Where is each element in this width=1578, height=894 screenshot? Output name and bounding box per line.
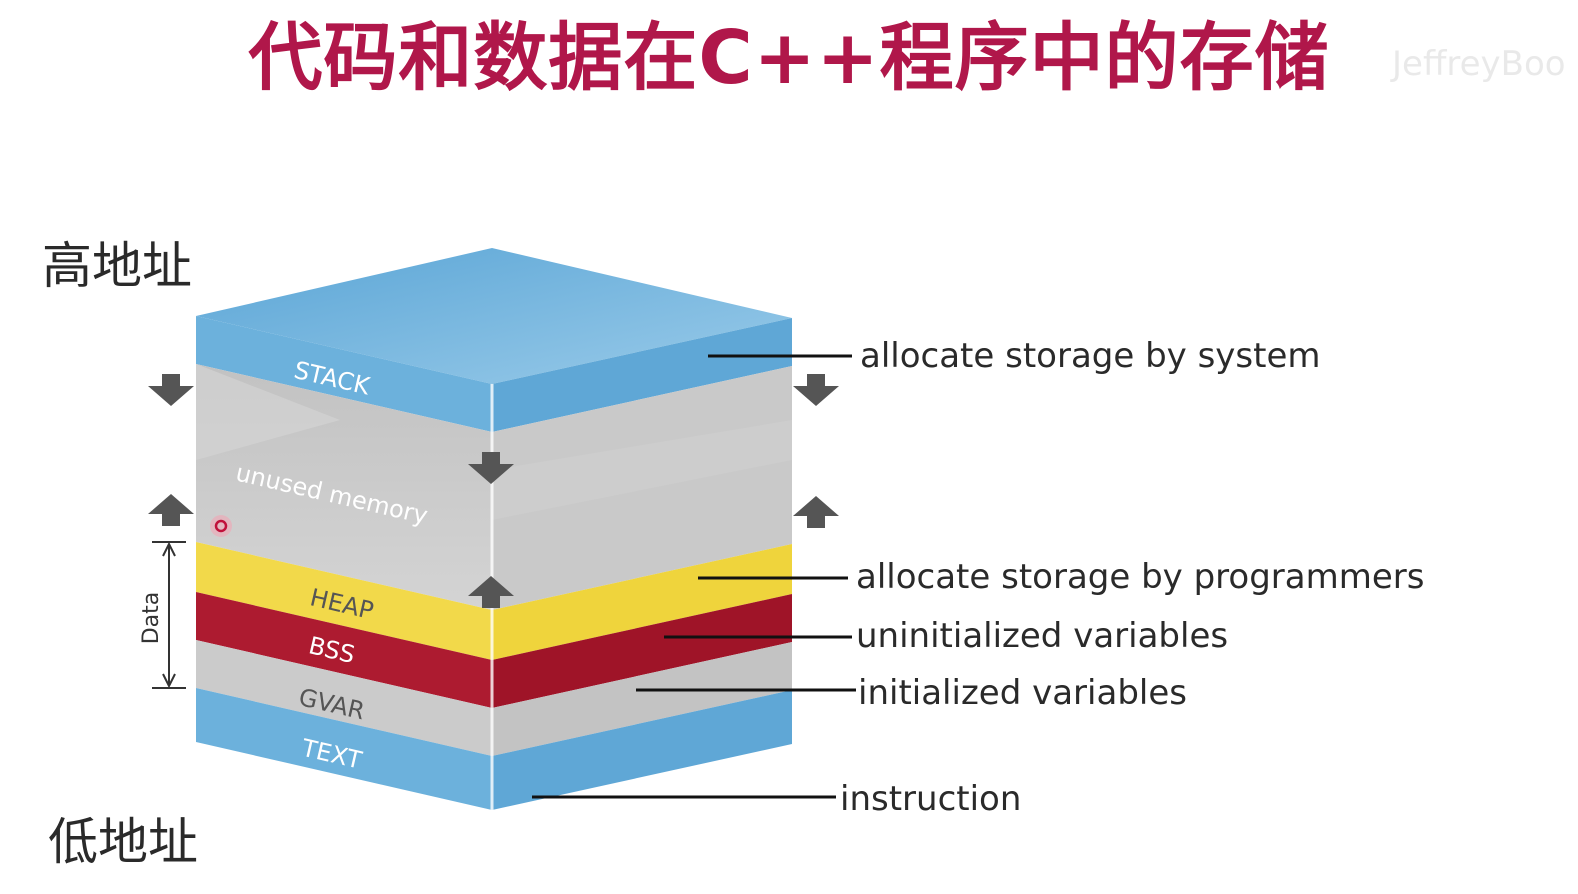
gvar-band-left (196, 640, 492, 756)
low-address-label: 低地址 (48, 813, 198, 871)
cube-top-face (196, 248, 792, 384)
stack-band-left (196, 316, 492, 432)
watermark: JeffreyBoo (1392, 44, 1566, 84)
gvar-band-right (492, 642, 792, 756)
bss-annotation: uninitialized variables (856, 616, 1229, 656)
stack-annotation: allocate storage by system (860, 336, 1321, 376)
text-band-right (492, 690, 792, 810)
bss-band-left (196, 592, 492, 708)
text-annotation: instruction (840, 779, 1022, 819)
arrow-down-icon (468, 452, 514, 484)
text-band-left (196, 688, 492, 810)
high-address-label: 高地址 (42, 237, 192, 295)
bss-band-right (492, 594, 792, 708)
arrow-up-icon (148, 494, 194, 526)
gvar-annotation: initialized variables (858, 673, 1187, 713)
data-bracket (152, 541, 186, 689)
page-title: 代码和数据在C++程序中的存储 (248, 15, 1330, 101)
arrow-down-icon (148, 374, 194, 406)
heap-band-right (492, 544, 792, 660)
data-bracket-label: Data (139, 592, 164, 645)
stack-band-right (492, 318, 792, 432)
unused-reflection (196, 364, 340, 460)
unused-reflection-right (492, 420, 792, 520)
cursor-dot-icon (210, 515, 232, 537)
heap-annotation: allocate storage by programmers (856, 557, 1425, 597)
arrow-up-icon (793, 496, 839, 528)
arrow-up-icon (468, 576, 514, 608)
arrow-down-icon (793, 374, 839, 406)
heap-band-left (196, 542, 492, 660)
